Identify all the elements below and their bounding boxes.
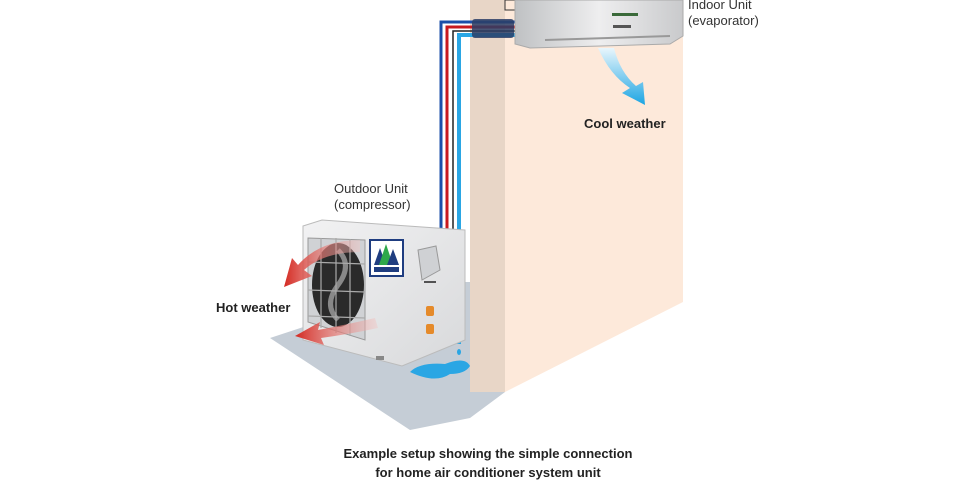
outdoor-unit-label: Outdoor Unit (compressor) [334,181,411,213]
water-puddle [410,360,470,379]
outdoor-unit-subtitle: (compressor) [334,197,411,212]
caption-line-1: Example setup showing the simple connect… [343,446,633,461]
cool-weather-label: Cool weather [584,116,666,131]
wall [505,0,683,392]
hot-air-arrow-upper [284,240,360,287]
pipe-wall-sleeve [472,19,514,38]
caption: Example setup showing the simple connect… [300,444,676,482]
indoor-unit-subtitle: (evaporator) [688,13,759,28]
outdoor-unit [302,219,466,367]
hot-air-arrow-lower [295,318,378,345]
valve-cover [417,245,441,281]
indoor-unit-label: Indoor Unit (evaporator) [688,0,759,29]
caption-line-2: for home air conditioner system unit [375,465,601,480]
valve-upper [426,306,434,316]
wall-side [470,0,505,392]
valve-lower [426,324,434,334]
summit-logo [369,239,404,277]
indoor-unit [504,0,684,49]
outdoor-unit-title: Outdoor Unit [334,181,408,196]
cool-air-arrow [598,48,645,105]
hot-weather-label: Hot weather [216,300,291,315]
water-drop [457,349,461,355]
indoor-unit-title: Indoor Unit [688,0,752,12]
